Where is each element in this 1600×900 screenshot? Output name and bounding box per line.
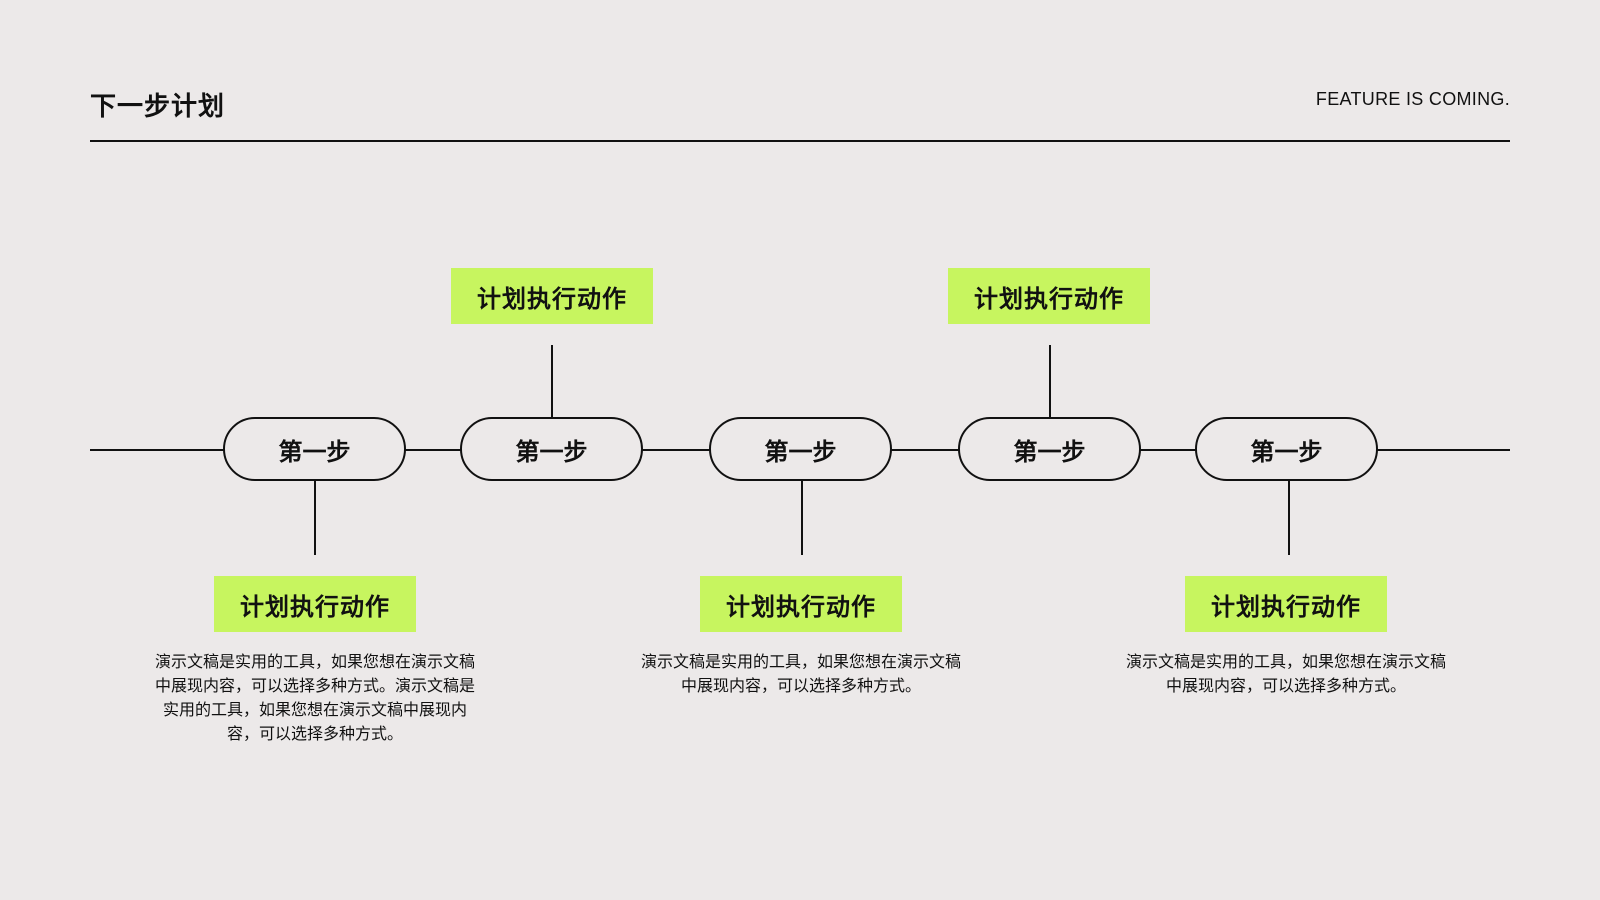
page-tagline: FEATURE IS COMING.: [1315, 89, 1510, 109]
step-1-connector: [314, 481, 316, 555]
step-4-pill: 第一步: [958, 417, 1141, 481]
step-5-connector: [1288, 481, 1290, 555]
step-2-pill: 第一步: [460, 417, 643, 481]
step-3-description: 演示文稿是实用的工具，如果您想在演示文稿中展现内容，可以选择多种方式。: [640, 652, 961, 695]
step-5-pill: 第一步: [1195, 417, 1378, 481]
step-4-connector: [1049, 345, 1051, 417]
step-3-connector: [801, 481, 803, 555]
page-title: 下一步计划: [90, 92, 226, 122]
step-3-action-label: 计划执行动作: [700, 576, 902, 632]
step-5-description: 演示文稿是实用的工具，如果您想在演示文稿中展现内容，可以选择多种方式。: [1125, 652, 1446, 695]
step-1-pill: 第一步: [223, 417, 406, 481]
step-4-action-label: 计划执行动作: [948, 268, 1150, 324]
step-2-action-label: 计划执行动作: [451, 268, 653, 324]
step-1-action-label: 计划执行动作: [214, 576, 416, 632]
step-5-action-label: 计划执行动作: [1185, 576, 1387, 632]
step-2-connector: [551, 345, 553, 417]
step-1-description: 演示文稿是实用的工具，如果您想在演示文稿中展现内容，可以选择多种方式。演示文稿是…: [154, 652, 475, 743]
step-3-pill: 第一步: [709, 417, 892, 481]
header-divider: [90, 140, 1510, 142]
